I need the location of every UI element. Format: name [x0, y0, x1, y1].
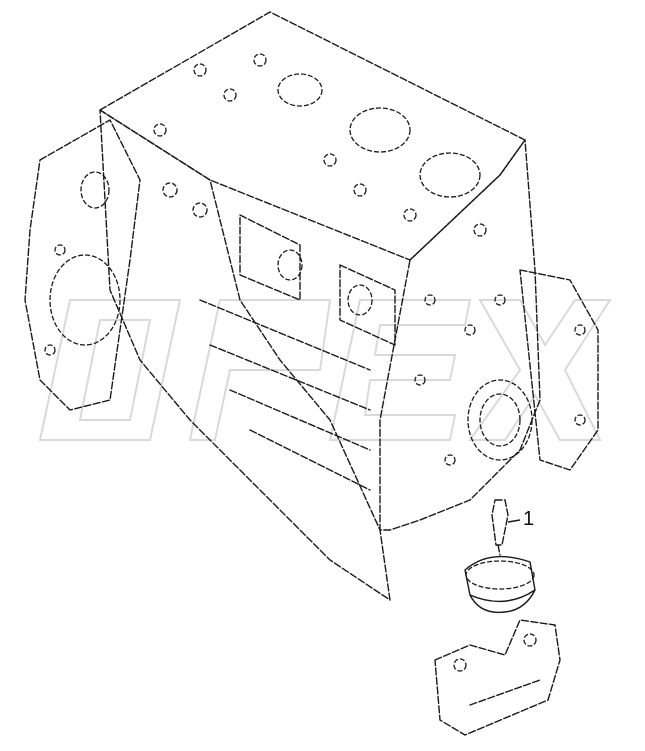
watermark-logo	[38, 299, 612, 441]
callout-leader-line	[507, 519, 521, 523]
engine-block	[24, 11, 599, 601]
callout-number: 1	[523, 508, 534, 530]
bearing-cap-part	[434, 619, 561, 736]
bearing-shell-part	[464, 555, 536, 614]
bolt-part	[491, 499, 509, 556]
